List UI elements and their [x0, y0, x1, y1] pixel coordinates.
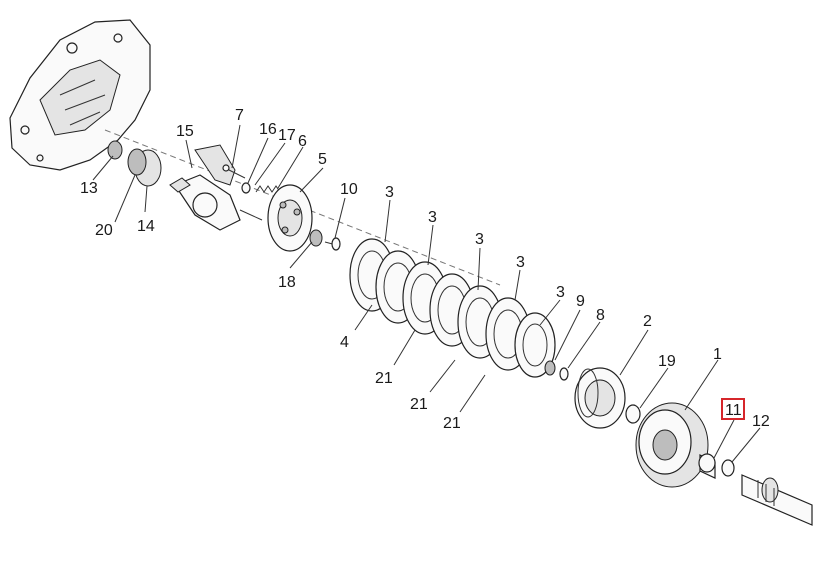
- label-16: 16: [259, 121, 277, 138]
- label-11: 11: [725, 402, 742, 419]
- part-10-pin: [324, 237, 341, 251]
- label-21b: 21: [410, 396, 428, 413]
- clutch-plates: [349, 238, 556, 378]
- label-15: 15: [176, 123, 194, 140]
- label-8: 8: [596, 307, 605, 324]
- label-10: 10: [340, 181, 358, 198]
- part-7-bolt: [222, 164, 246, 179]
- part-13-nut: [107, 140, 123, 160]
- part-6-spring: [255, 185, 281, 193]
- label-20: 20: [95, 222, 113, 239]
- label-6: 6: [298, 133, 307, 150]
- highlight-box-11: [721, 398, 745, 420]
- label-3d: 3: [516, 254, 525, 271]
- label-17: 17: [278, 127, 296, 144]
- label-13: 13: [80, 180, 98, 197]
- part-9-washer: [544, 360, 556, 376]
- part-19-washer: [625, 404, 641, 424]
- label-14: 14: [137, 218, 155, 235]
- label-3b: 3: [428, 209, 437, 226]
- label-5: 5: [318, 151, 327, 168]
- part-2-hub: [574, 367, 626, 429]
- label-19: 19: [658, 353, 676, 370]
- label-2: 2: [643, 313, 652, 330]
- label-1: 1: [713, 346, 722, 363]
- part-5-pressure-plate: [267, 184, 313, 252]
- label-21c: 21: [443, 415, 461, 432]
- label-21a: 21: [375, 370, 393, 387]
- label-7: 7: [235, 107, 244, 124]
- part-crankshaft: [169, 144, 263, 231]
- part-12-washer: [721, 459, 735, 477]
- label-9: 9: [576, 293, 585, 310]
- part-14-gear: [127, 148, 162, 187]
- part-8-key: [559, 367, 569, 381]
- part-16-washer: [241, 182, 251, 194]
- part-1-clutch-basket: [635, 402, 709, 488]
- label-12: 12: [752, 413, 770, 430]
- engine-case: [9, 19, 151, 171]
- label-4: 4: [340, 334, 349, 351]
- label-3c: 3: [475, 231, 484, 248]
- label-3e: 3: [556, 284, 565, 301]
- label-3a: 3: [385, 184, 394, 201]
- part-18-bearing: [309, 229, 323, 247]
- label-18: 18: [278, 274, 296, 291]
- part-labels: 13 20 14 15 7 16 17 6 5 10 18 3 3 3 3 3 …: [80, 107, 770, 432]
- part-11-bushing: [698, 453, 716, 479]
- leader-lines: [92, 124, 761, 463]
- part-main-shaft: [741, 474, 813, 526]
